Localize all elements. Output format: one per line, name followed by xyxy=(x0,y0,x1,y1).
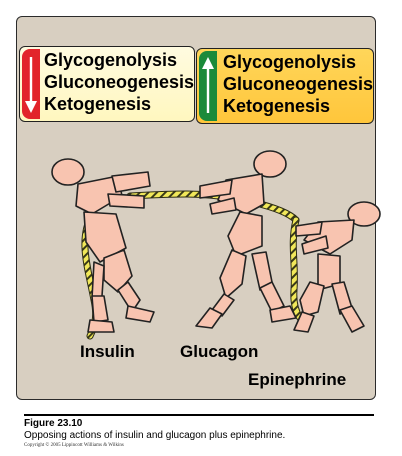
insulin-label: Insulin xyxy=(80,342,135,361)
decreased-processes-box: Glycogenolysis Gluconeogenesis Ketogenes… xyxy=(19,46,195,122)
epinephrine-label: Epinephrine xyxy=(248,370,347,389)
figure-number: Figure 23.10 xyxy=(24,418,83,429)
figure-description: Opposing actions of insulin and glucagon… xyxy=(24,430,286,441)
term-ketogenesis: Ketogenesis xyxy=(223,96,331,116)
up-arrow-icon xyxy=(202,57,214,113)
glucagon-figure xyxy=(195,150,297,329)
increased-terms: Glycogenolysis Gluconeogenesis Ketogenes… xyxy=(223,51,373,117)
glucagon-label: Glucagon xyxy=(180,342,259,361)
copyright-notice: Copyright © 2005 Lippincott Williams & W… xyxy=(24,443,124,448)
term-glycogenolysis: Glycogenolysis xyxy=(223,52,357,72)
down-arrow-icon xyxy=(25,57,37,113)
up-arrow-bar xyxy=(199,51,217,121)
decreased-terms: Glycogenolysis Gluconeogenesis Ketogenes… xyxy=(44,49,194,115)
figure-caption: Figure 23.10 Opposing actions of insulin… xyxy=(24,414,374,442)
increased-processes-box: Glycogenolysis Gluconeogenesis Ketogenes… xyxy=(196,48,374,124)
term-gluconeogenesis: Gluconeogenesis xyxy=(223,74,374,94)
insulin-figure xyxy=(51,158,155,333)
epinephrine-figure xyxy=(293,201,381,333)
term-gluconeogenesis: Gluconeogenesis xyxy=(44,72,195,92)
term-ketogenesis: Ketogenesis xyxy=(44,94,152,114)
down-arrow-bar xyxy=(22,49,40,119)
term-glycogenolysis: Glycogenolysis xyxy=(44,50,178,70)
